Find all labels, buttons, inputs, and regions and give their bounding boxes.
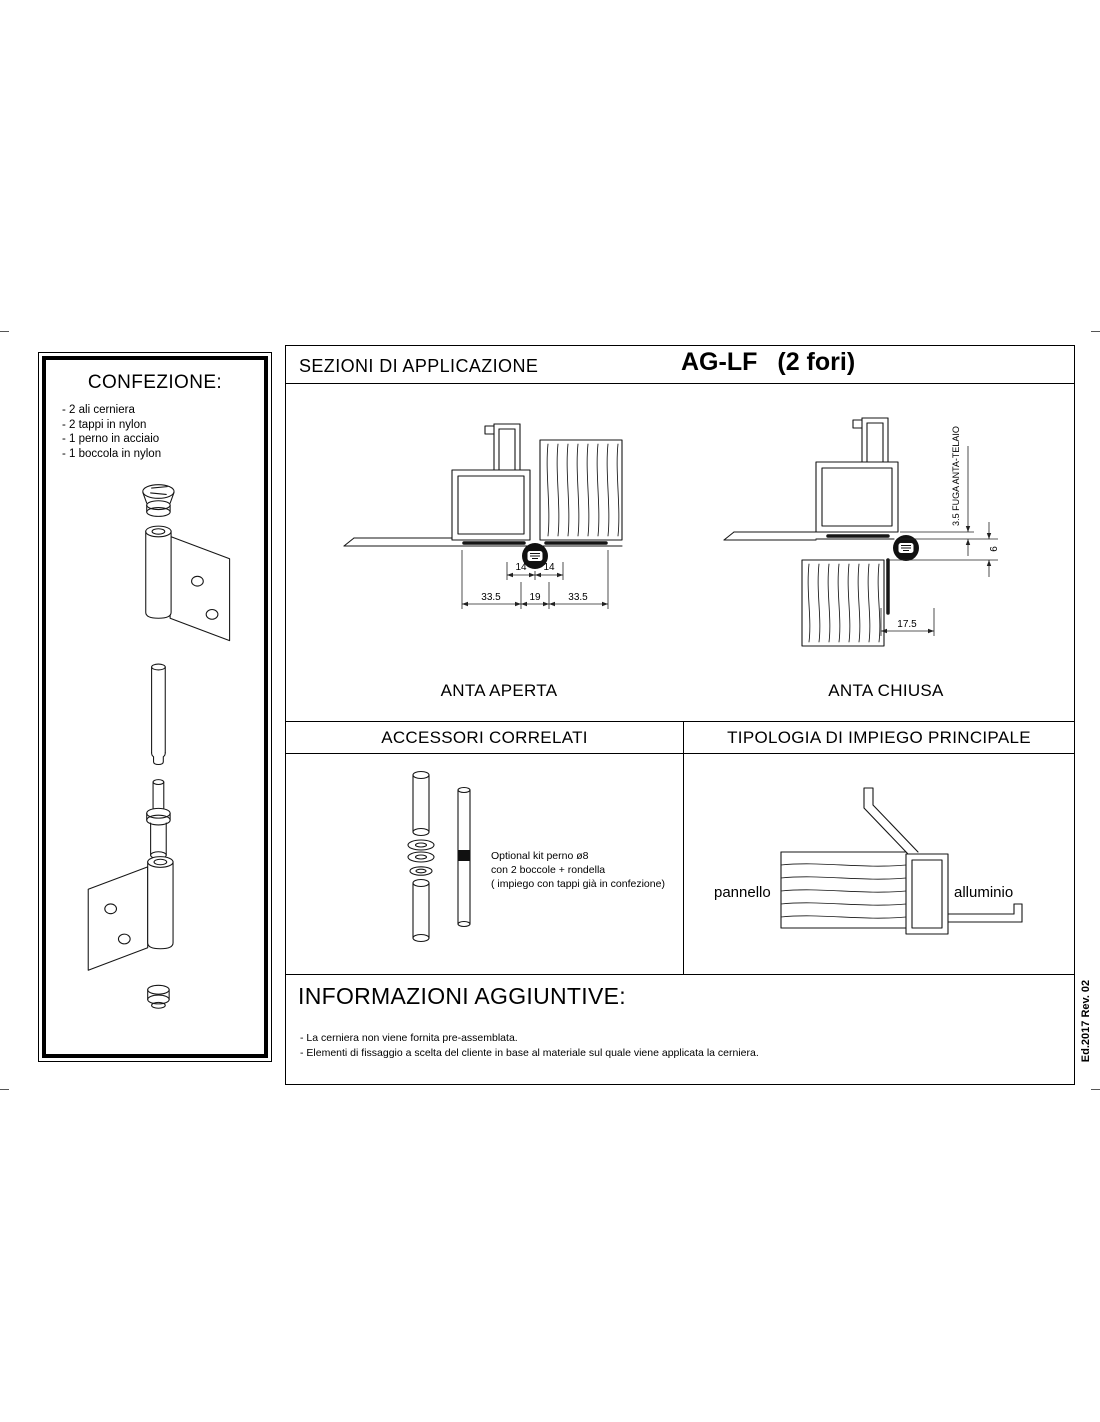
confezione-list: - 2 ali cerniera - 2 tappi in nylon - 1 … [62, 403, 258, 461]
anta-aperta-label: ANTA APERTA [440, 681, 558, 700]
dim-335-left: 33.5 [481, 592, 501, 603]
edition-label: Ed.2017 Rev. 02 [1080, 979, 1092, 1063]
confezione-title: CONFEZIONE: [87, 372, 223, 393]
anta-chiusa-drawing: 17.5 3.5 FUGA ANTA-TELAIO 6 [723, 417, 1000, 647]
confezione-inner: CONFEZIONE: - 2 ali cerniera - 2 tappi i… [42, 356, 268, 1058]
sezioni-header: SEZIONI DI APPLICAZIONE AG-LF (2 fori) [286, 346, 1074, 384]
anta-chiusa-label: ANTA CHIUSA [828, 681, 944, 700]
panel-section [780, 851, 907, 929]
hinge-bushing [145, 779, 171, 860]
tipologia-drawing: pannello alluminio [714, 787, 1023, 935]
confezione-item: - 1 boccola in nylon [62, 447, 162, 460]
hinge-section-logo [893, 535, 919, 561]
crop-mark [1091, 331, 1100, 332]
dimension-lines [880, 446, 998, 636]
dimension-labels: 14 14 33.5 19 33.5 [481, 562, 588, 603]
crop-mark [0, 331, 9, 332]
hinge-wing-lower [87, 856, 174, 971]
dim-335-right: 33.5 [568, 592, 588, 603]
dim-14-right: 14 [543, 562, 555, 573]
dim-6: 6 [989, 546, 1000, 552]
hinge-top-cap [141, 484, 175, 517]
sill-profile [343, 537, 453, 547]
sill-profile [723, 531, 817, 541]
door-panel [801, 558, 890, 647]
alluminio-label: alluminio [954, 884, 1013, 901]
sub-content: Optional kit perno ø8 con 2 boccole + ro… [286, 754, 1074, 974]
pannello-label: pannello [714, 884, 771, 901]
informazioni-section: INFORMAZIONI AGGIUNTIVE: - La cerniera n… [286, 974, 1074, 1086]
frame-profile [815, 417, 899, 540]
accessori-title: ACCESSORI CORRELATI [286, 722, 684, 753]
crop-mark [1091, 1089, 1100, 1090]
informazioni-notes: - La cerniera non viene fornita pre-asse… [300, 1031, 759, 1061]
accessori-note-line: Optional kit perno ø8 [491, 850, 589, 862]
accessori-note-line: con 2 boccole + rondella [491, 864, 606, 876]
hinge-pin [150, 663, 166, 766]
hinge-wing-upper [144, 525, 230, 642]
product-code: AG-LF [681, 348, 758, 376]
dim-175: 17.5 [897, 619, 917, 630]
pin-kit-drawing [407, 770, 471, 943]
aluminium-profile [863, 787, 1023, 935]
confezione-item: - 2 tappi in nylon [62, 418, 147, 431]
hinge-section-logo [522, 543, 548, 569]
product-variant: (2 fori) [777, 348, 856, 376]
pin-with-washers [407, 770, 435, 943]
confezione-item: - 1 perno in acciaio [62, 433, 160, 445]
sections-drawings: 14 14 33.5 19 33.5 ANTA APERTA [286, 384, 1074, 721]
informazioni-title: INFORMAZIONI AGGIUNTIVE: [298, 983, 626, 1009]
pin-band [458, 850, 470, 861]
crop-mark [0, 1089, 9, 1090]
frame-profile [451, 423, 531, 541]
hinge-exploded-drawing [87, 484, 230, 1009]
product-title: AG-LF (2 fori) [681, 348, 855, 377]
tipologia-cell: pannello alluminio [684, 754, 1074, 974]
informazioni-note: - Elementi di fissaggio a scelta del cli… [300, 1047, 759, 1059]
door-panel [539, 439, 623, 541]
informazioni-note: - La cerniera non viene fornita pre-asse… [300, 1032, 518, 1044]
confezione-panel: CONFEZIONE: - 2 ali cerniera - 2 tappi i… [38, 352, 272, 1062]
main-panel: SEZIONI DI APPLICAZIONE AG-LF (2 fori) [285, 345, 1075, 1085]
dim-19: 19 [529, 592, 541, 603]
anta-aperta-drawing: 14 14 33.5 19 33.5 [343, 423, 623, 609]
dim-fuga: 3.5 FUGA ANTA-TELAIO [951, 426, 961, 526]
confezione-item: - 2 ali cerniera [62, 404, 135, 416]
tipologia-title: TIPOLOGIA DI IMPIEGO PRINCIPALE [727, 727, 1031, 747]
dimension-labels: 17.5 3.5 FUGA ANTA-TELAIO 6 [897, 426, 1000, 630]
sub-headers: ACCESSORI CORRELATI TIPOLOGIA DI IMPIEGO… [286, 721, 1074, 754]
dimension-lines [461, 550, 609, 609]
accessori-cell: Optional kit perno ø8 con 2 boccole + ro… [286, 754, 684, 974]
accessori-note: Optional kit perno ø8 con 2 boccole + ro… [491, 849, 681, 891]
accessori-note-line: ( impiego con tappi già in confezione) [491, 878, 665, 890]
sezioni-title: SEZIONI DI APPLICAZIONE [299, 356, 539, 376]
dim-14-left: 14 [515, 562, 527, 573]
hinge-bottom-cap [146, 984, 170, 1009]
